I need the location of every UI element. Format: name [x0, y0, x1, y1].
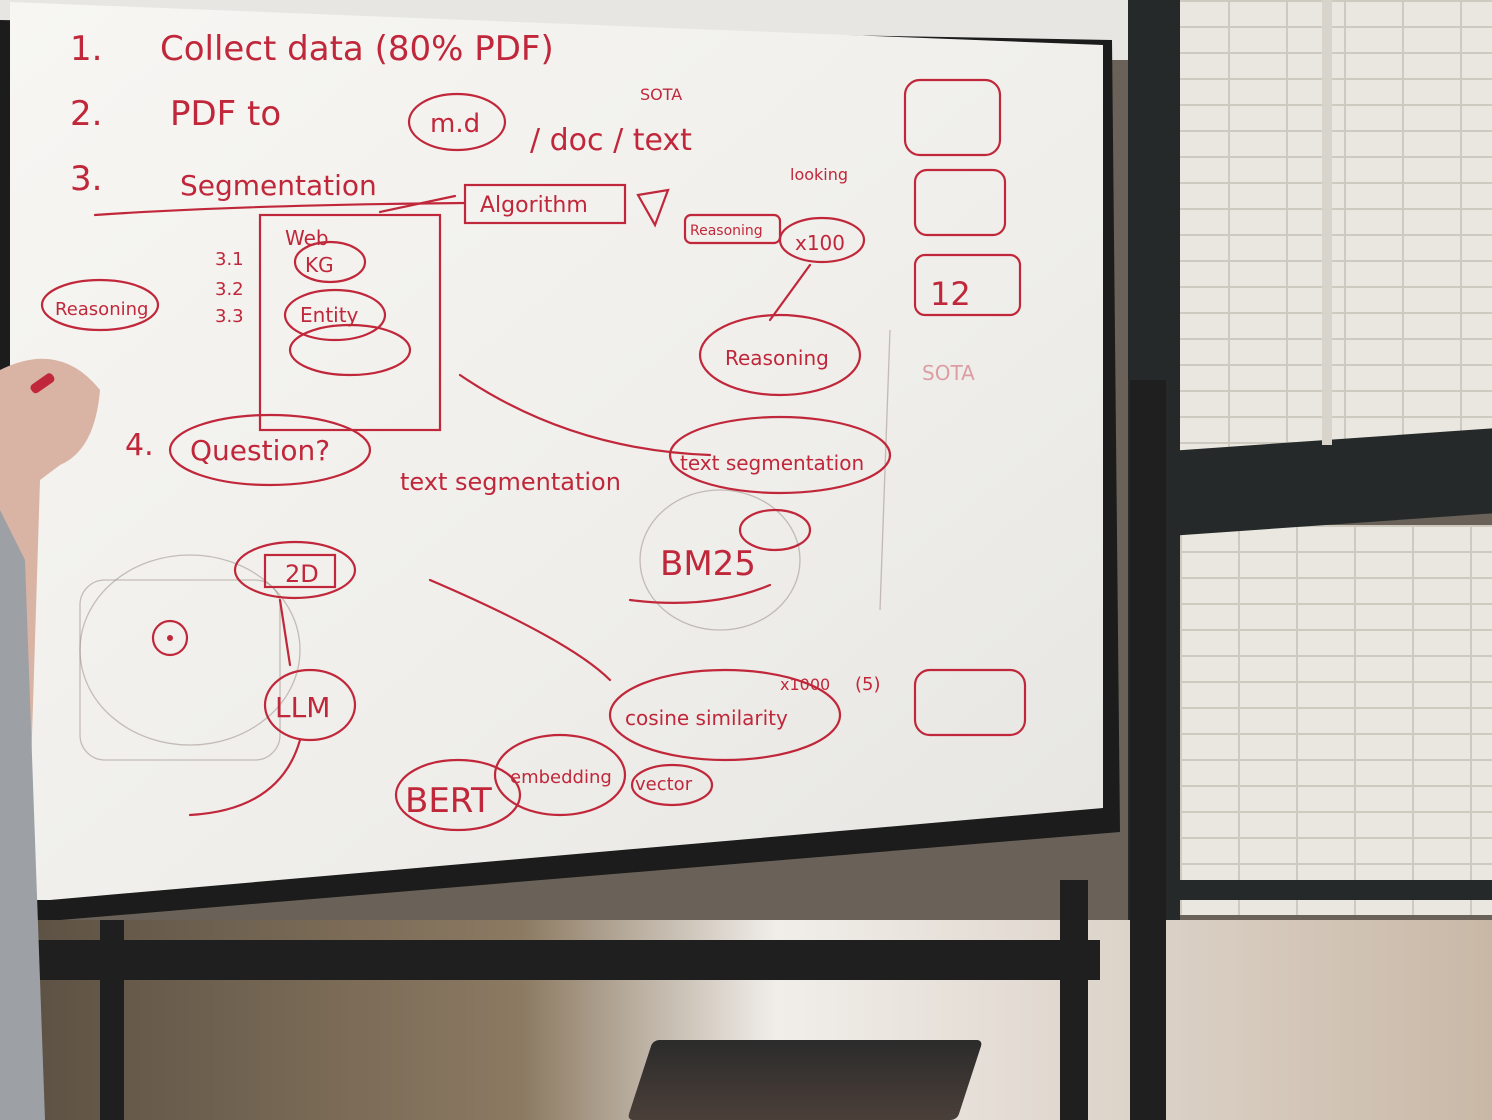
board-surface	[10, 2, 1103, 900]
reasoning-top-label: Reasoning	[690, 223, 763, 239]
x100-circle	[778, 216, 866, 264]
embedding-label: embedding	[510, 767, 612, 788]
x1000-label: x1000	[780, 675, 830, 694]
arrow-to-box	[378, 194, 457, 214]
step-4-text: Question?	[190, 434, 330, 467]
reasoning-top-box	[683, 213, 782, 245]
llm-out-arrow	[188, 738, 302, 817]
left-circle-label: Reasoning	[55, 299, 148, 320]
left-reasoning-circle	[40, 278, 160, 332]
kg-circle	[293, 240, 367, 284]
twelve-label: 12	[930, 275, 971, 313]
curve-arrow	[458, 373, 712, 457]
stand-leg-right	[1130, 380, 1166, 1120]
arrow-to-llm	[278, 598, 292, 667]
seg-text-label: text segmentation	[680, 451, 864, 475]
2d-box	[263, 553, 337, 589]
algorithm-label: Algorithm	[480, 193, 588, 218]
seg-circle	[668, 415, 892, 495]
window-vertical-bar	[1322, 0, 1332, 445]
vector-label: vector	[635, 774, 693, 795]
md-circle	[407, 92, 507, 152]
sota-right: SOTA	[922, 361, 975, 385]
kg-item: KG	[305, 253, 334, 277]
sub-step-3-3: 3.3	[215, 306, 244, 327]
bm25-label: BM25	[660, 544, 756, 584]
step-2-target: m.d	[430, 109, 480, 139]
person-arm	[0, 358, 100, 1120]
vector-circle	[630, 763, 714, 807]
step-1-note: SOTA	[640, 85, 682, 104]
small-circle	[738, 508, 812, 552]
right-box-2	[913, 168, 1007, 237]
reasoning-mid-circle	[698, 313, 862, 397]
x100-label: x100	[795, 231, 845, 255]
stand-leg-mid	[1060, 880, 1088, 1120]
algorithm-box	[463, 183, 627, 225]
stand-crossbar	[20, 940, 1100, 980]
question-circle	[168, 413, 372, 487]
bm25-underline	[628, 583, 772, 604]
bert-label: BERT	[405, 781, 492, 821]
llm-label: LLM	[275, 691, 330, 724]
window-sill-frame	[1170, 880, 1492, 900]
bert-circle	[394, 758, 522, 832]
web-item: Web	[285, 226, 329, 250]
sub-step-3-1: 3.1	[215, 249, 244, 270]
step-2-note: looking	[790, 165, 848, 184]
star-mark	[636, 188, 670, 228]
embedding-circle	[493, 733, 627, 817]
step-1-num: 1.	[70, 29, 102, 69]
underline-stroke	[93, 201, 467, 217]
2d-circle	[233, 540, 357, 600]
step-2-rest: / doc / text	[530, 123, 692, 158]
step-4-num: 4.	[125, 428, 154, 463]
extra-circle	[288, 323, 412, 377]
text-segmentation-label: text segmentation	[400, 468, 621, 496]
brick-wall-lower	[1180, 525, 1492, 915]
dot-circle	[151, 619, 189, 657]
entity-circle	[283, 288, 387, 342]
stand-leg-left	[100, 920, 124, 1120]
llm-circle	[263, 668, 357, 742]
faint-link	[428, 578, 612, 682]
reasoning-mid-label: Reasoning	[725, 346, 829, 370]
arrow-down	[768, 263, 812, 322]
step-3-text: Segmentation	[180, 169, 377, 202]
whiteboard: 1. Collect data (80% PDF) SOTA 2. PDF to…	[10, 2, 1103, 900]
step-3-num: 3.	[70, 159, 102, 199]
cosine-label: cosine similarity	[625, 706, 788, 730]
step-2-num: 2.	[70, 94, 102, 134]
faint-line	[879, 329, 891, 611]
sub-step-3-2: 3.2	[215, 279, 244, 300]
step-2-text: PDF to	[170, 94, 281, 134]
dot	[167, 635, 173, 641]
right-box-1	[903, 78, 1002, 157]
top5-label: (5)	[855, 674, 881, 695]
laptop	[627, 1040, 983, 1120]
step-1-text: Collect data (80% PDF)	[160, 29, 554, 69]
entity-item: Entity	[300, 303, 359, 327]
faint-box	[79, 579, 281, 761]
cosine-circle	[608, 668, 842, 762]
2d-label: 2D	[285, 560, 319, 588]
right-box-3	[913, 253, 1022, 317]
faint-circle	[639, 489, 801, 631]
right-box-4	[913, 668, 1027, 737]
